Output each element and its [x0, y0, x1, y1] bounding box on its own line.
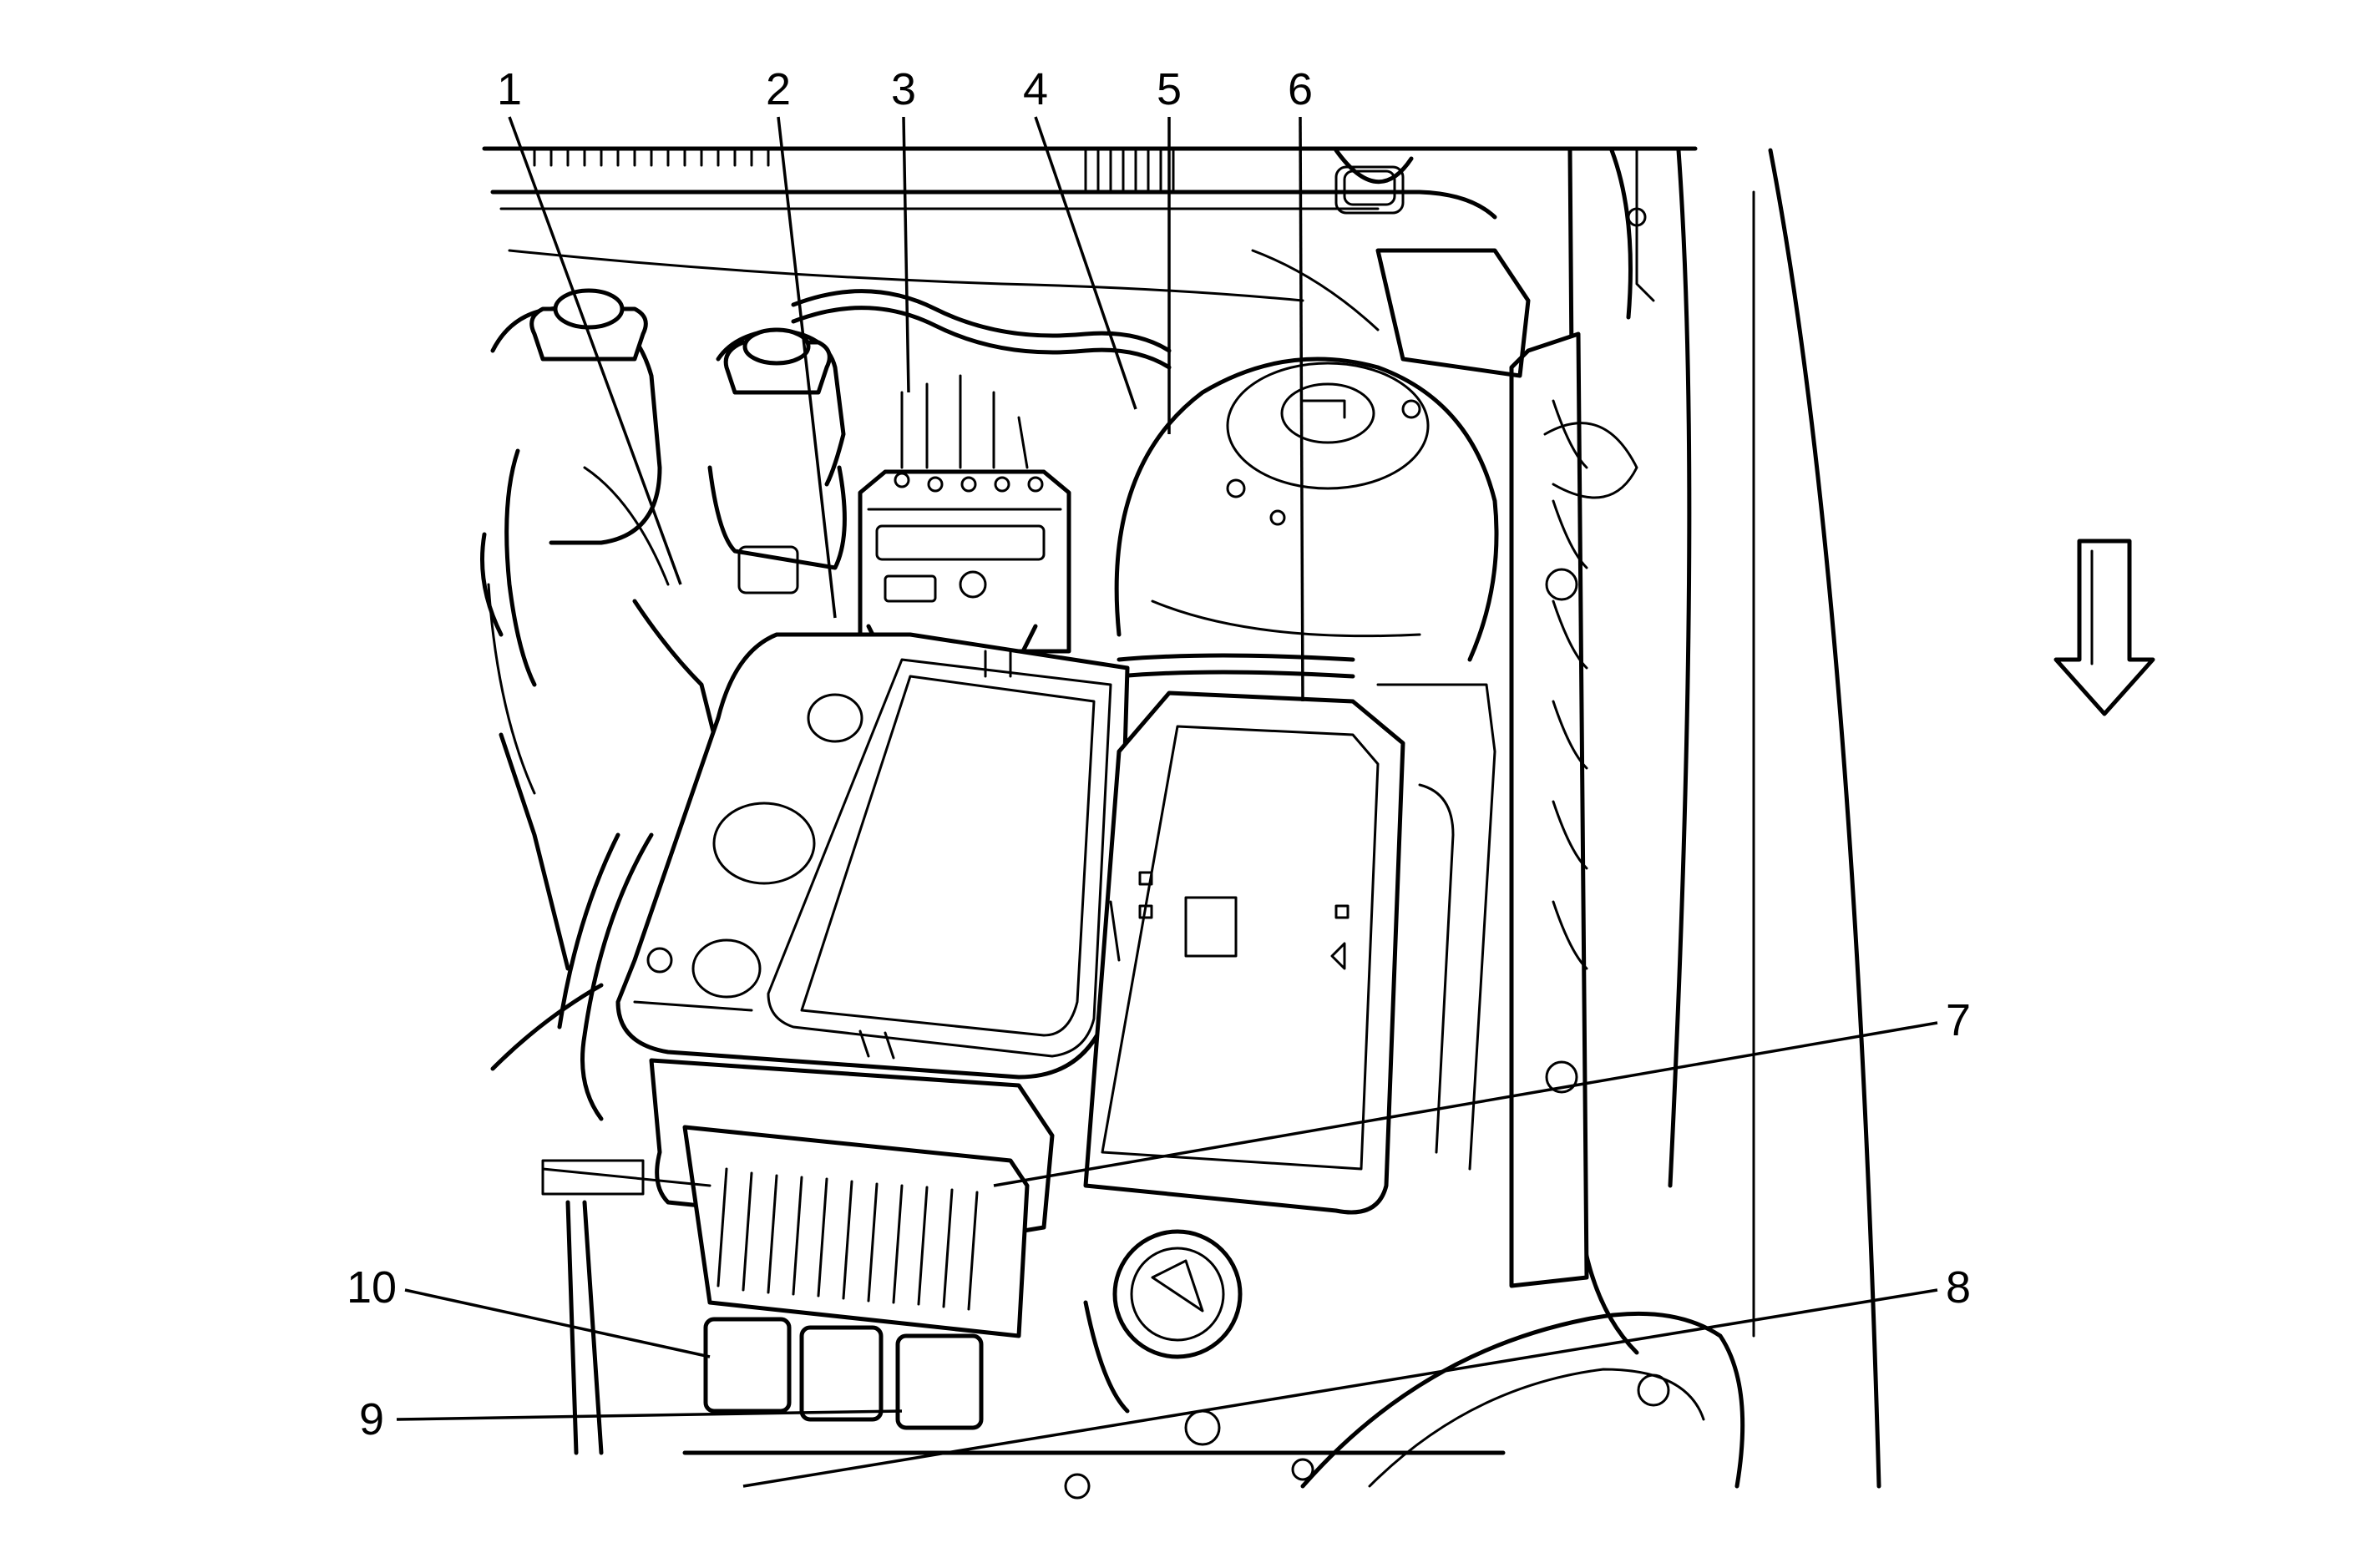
- callout-2: 2: [766, 64, 791, 114]
- front-fascia: [682, 1311, 1745, 1500]
- callout-7: 7: [1946, 995, 1971, 1045]
- callout-9: 9: [359, 1394, 384, 1444]
- callout-1: 1: [497, 64, 522, 114]
- coolant-cap: [1083, 1229, 1243, 1414]
- leader-9: [396, 1409, 903, 1421]
- callout-8: 8: [1946, 1262, 1971, 1313]
- callout-3: 3: [891, 64, 916, 114]
- cowl-panel: [482, 146, 1698, 331]
- abs-module: [858, 374, 1071, 662]
- callout-10: 10: [347, 1262, 397, 1313]
- callout-4: 4: [1023, 64, 1048, 114]
- callout-labels: 1 2 3 4 5 6 7 8 9 10: [347, 64, 1971, 1444]
- battery: [615, 632, 1130, 1080]
- leader-lines: [396, 116, 1938, 1488]
- callout-5: 5: [1157, 64, 1182, 114]
- leader-2: [777, 116, 837, 619]
- down-arrow-icon: [2053, 539, 2155, 716]
- fuse-box: [1083, 683, 1496, 1215]
- leader-6: [1299, 116, 1304, 702]
- leader-3: [902, 116, 910, 393]
- leader-1: [508, 116, 682, 585]
- right-fender: [1375, 148, 1881, 1489]
- engine-compartment-drawing: [480, 146, 1881, 1500]
- leader-4: [1034, 116, 1137, 410]
- engine-control-module: [541, 1058, 1055, 1455]
- leader-10: [404, 1288, 711, 1358]
- leader-7: [993, 1021, 1938, 1187]
- leader-8: [742, 1288, 1938, 1488]
- callout-6: 6: [1288, 64, 1313, 114]
- wiring-harness-top: [791, 289, 1355, 679]
- left-reservoirs: [480, 288, 847, 1121]
- strut-tower: [1114, 357, 1499, 662]
